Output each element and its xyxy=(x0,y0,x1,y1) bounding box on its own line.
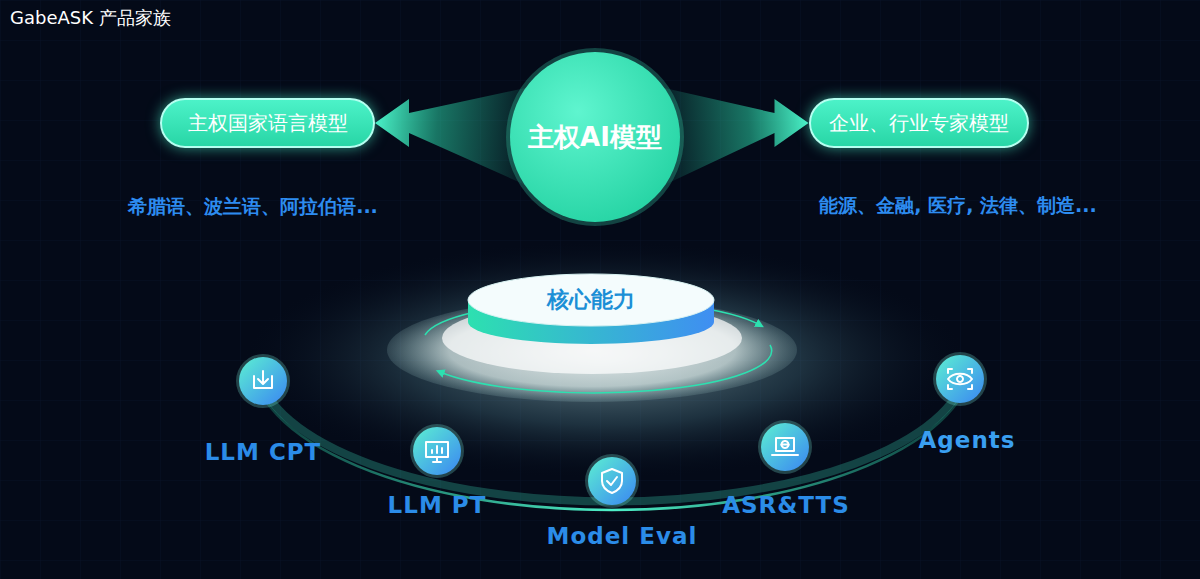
eye-glyph xyxy=(948,369,972,389)
core-disk: 核心能力 xyxy=(466,272,716,344)
capability-icon-shape xyxy=(585,454,639,508)
page-title: GabeASK 产品家族 xyxy=(10,6,171,30)
node-title: 企业、行业专家模型 xyxy=(829,110,1009,137)
capability-icon: Model Eval xyxy=(585,454,639,508)
node-title: 主权AI模型 xyxy=(528,120,662,155)
capability-icon-shape xyxy=(236,354,290,408)
node-title: 核心能力 xyxy=(547,285,635,315)
capability-icon-shape xyxy=(410,424,464,478)
model-circle: 主权AI模型 xyxy=(510,52,680,222)
download-glyph xyxy=(254,371,272,388)
model-pill: 企业、行业专家模型 xyxy=(809,98,1029,148)
shield-glyph xyxy=(602,469,622,493)
capability-icon-shape xyxy=(758,420,812,474)
node-title: 主权国家语言模型 xyxy=(188,110,348,137)
capability-label: LLM PT xyxy=(388,492,487,518)
capability-label: ASR&TTS xyxy=(722,492,850,518)
capability-icon: ASR&TTS xyxy=(758,420,812,474)
platform-halo xyxy=(245,242,965,478)
capability-label: Model Eval xyxy=(547,523,698,549)
chart-glyph xyxy=(426,442,448,462)
example-list: 希腊语、波兰语、阿拉伯语... xyxy=(128,194,378,220)
laptop-glyph xyxy=(772,438,798,455)
capability-icon-shape xyxy=(933,352,987,406)
rotation-ring xyxy=(440,345,772,393)
capability-icon: LLM CPT xyxy=(236,354,290,408)
capability-icon: Agents xyxy=(933,352,987,406)
example-list: 能源、金融, 医疗, 法律、制造... xyxy=(819,193,1096,219)
capability-label: Agents xyxy=(919,427,1016,453)
capability-label: LLM CPT xyxy=(205,439,322,465)
model-pill: 主权国家语言模型 xyxy=(160,98,375,148)
capability-icon: LLM PT xyxy=(410,424,464,478)
